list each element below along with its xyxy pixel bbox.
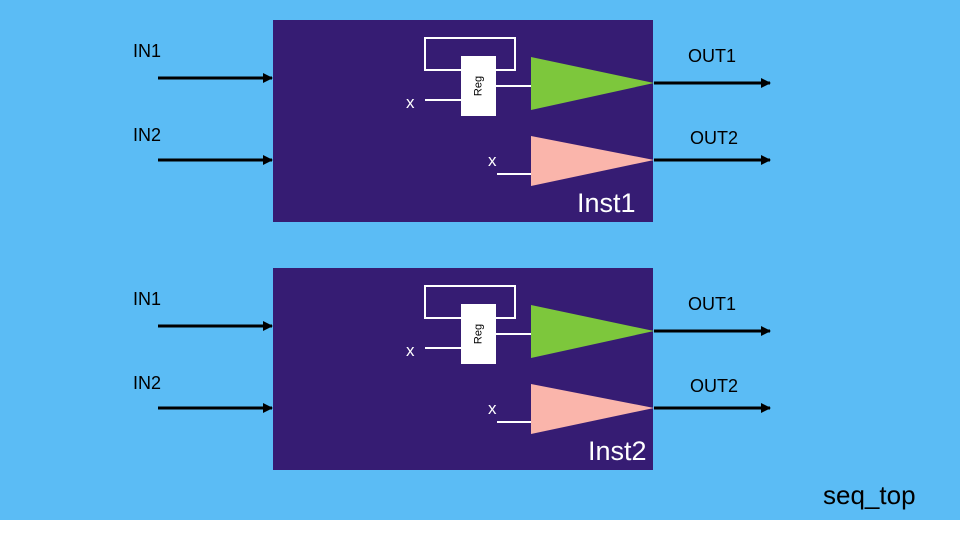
out2-label: OUT2 <box>690 128 738 148</box>
register-box <box>461 56 496 116</box>
pink-buffer <box>531 136 654 186</box>
in2-label: IN2 <box>133 373 161 393</box>
out2-label: OUT2 <box>690 376 738 396</box>
instance-name: Inst1 <box>577 188 636 218</box>
out1-label: OUT1 <box>688 294 736 314</box>
out1-label: OUT1 <box>688 46 736 66</box>
reg-feedback-wire <box>424 285 516 319</box>
pink-x-label: x <box>488 151 497 170</box>
reg-feedback-wire <box>424 37 516 71</box>
reg-x-label: x <box>406 93 415 112</box>
top-module-label: seq_top <box>823 480 916 510</box>
instance-1: IN1 IN2 x Reg OUT1 x OUT2 Inst1 <box>133 20 771 222</box>
green-buffer <box>531 305 654 358</box>
pink-buffer <box>531 384 654 434</box>
instance-name: Inst2 <box>588 436 647 466</box>
instance-2: IN1 IN2 x Reg OUT1 x OUT2 Inst2 <box>133 268 771 470</box>
reg-x-label: x <box>406 341 415 360</box>
green-buffer <box>531 57 654 110</box>
in1-label: IN1 <box>133 289 161 309</box>
in1-label: IN1 <box>133 41 161 61</box>
register-label: Reg <box>472 76 484 96</box>
pink-x-label: x <box>488 399 497 418</box>
register-label: Reg <box>472 324 484 344</box>
instance-1-block <box>273 20 653 222</box>
register-box <box>461 304 496 364</box>
instance-2-block <box>273 268 653 470</box>
in2-label: IN2 <box>133 125 161 145</box>
